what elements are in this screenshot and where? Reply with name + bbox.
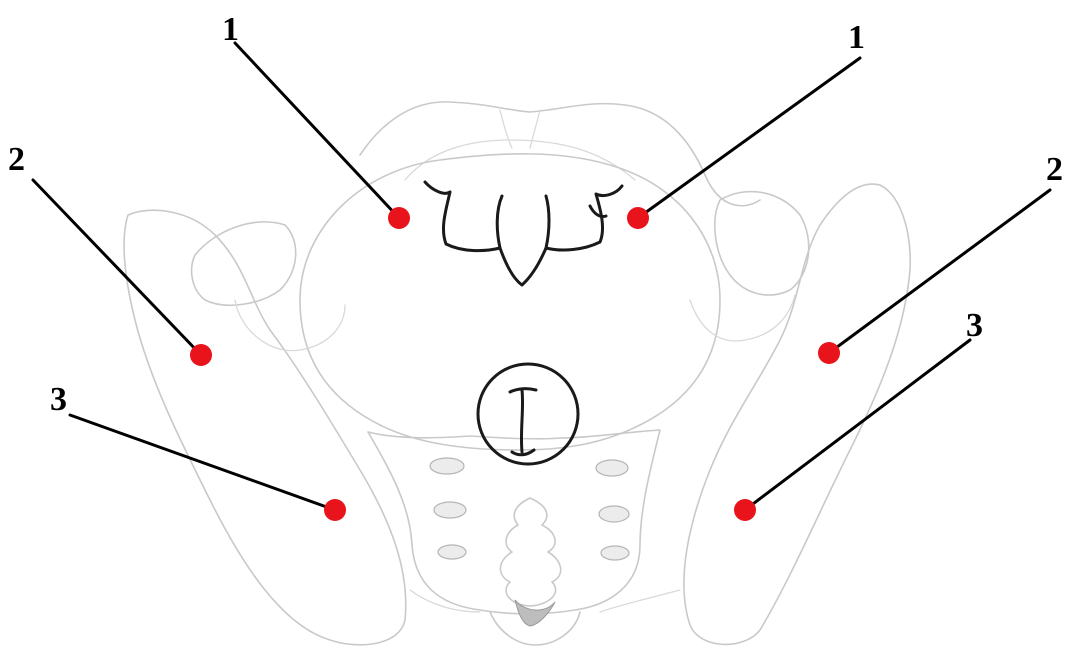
pelvis-sketch [124, 102, 910, 645]
leader-line-2-right [829, 190, 1050, 353]
marker-1-right [627, 207, 649, 229]
callout-label-3-right: 3 [966, 307, 983, 344]
leader-line-2-left [33, 180, 201, 355]
callout-label-2-left: 2 [8, 141, 25, 178]
callout-label-3-left: 3 [50, 381, 67, 418]
callout-labels: 1 1 2 2 3 3 [8, 11, 1063, 418]
marker-3-right [734, 499, 756, 521]
leader-line-1-right [638, 58, 860, 218]
spinal-canal [478, 364, 578, 464]
leader-line-1-left [235, 43, 399, 218]
callout-label-1-right: 1 [848, 19, 865, 56]
leader-lines [33, 43, 1050, 510]
marker-2-left [190, 344, 212, 366]
callout-label-1-left: 1 [222, 11, 239, 48]
right-acetabulum [715, 192, 809, 295]
marker-3-left [324, 499, 346, 521]
lumbar-vertebra [425, 182, 622, 285]
leader-line-3-right [745, 340, 970, 510]
pelvic-inlet-outline [300, 154, 720, 450]
markers [190, 207, 840, 521]
callout-label-2-right: 2 [1046, 151, 1063, 188]
leader-line-3-left [70, 415, 335, 510]
marker-2-right [818, 342, 840, 364]
pubic-arch-outline [360, 102, 760, 206]
marker-1-left [388, 207, 410, 229]
left-acetabulum [192, 222, 296, 305]
right-ilium-outline [684, 184, 910, 644]
left-ilium-outline [124, 210, 406, 645]
